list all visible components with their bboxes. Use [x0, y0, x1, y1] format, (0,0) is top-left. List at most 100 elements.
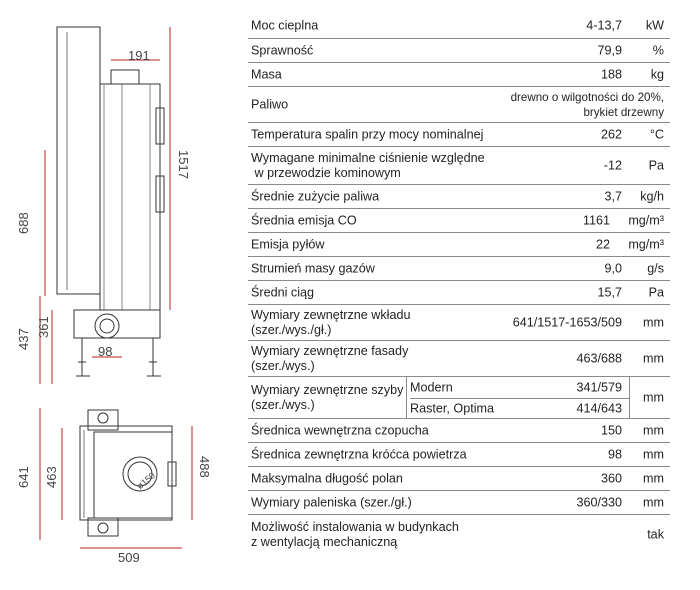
spec-table: Moc cieplna 4-13,7 kW Sprawność 79,9 % M… [248, 14, 670, 555]
spec-value: drewno o wilgotności do 20%, brykiet drz… [510, 90, 664, 119]
technical-drawing: 191 1517 688 437 361 98 641 463 488 509 … [16, 26, 212, 565]
spec-unit: g/s [647, 261, 664, 275]
spec-unit: mm [643, 351, 664, 365]
spec-value: 262 [600, 127, 622, 141]
spec-label: Możliwość instalowania w budynkach z wen… [251, 520, 459, 549]
glass-option-value: 341/579 [576, 380, 622, 394]
spec-unit: % [652, 43, 664, 57]
stove-body [99, 83, 161, 311]
spec-label: Średnie zużycie paliwa [251, 189, 380, 203]
dim-plan-inner: 463 [44, 466, 59, 488]
spec-unit: mm [643, 390, 664, 404]
spec-label: Temperatura spalin przy mocy nominalnej [251, 127, 484, 141]
glass-option-row: Modern 341/579 [410, 377, 630, 399]
spec-unit: °C [649, 127, 664, 141]
plan-firebox [93, 431, 173, 519]
spec-value: 360/330 [576, 495, 622, 509]
spec-label: Wymiary zewnętrzne wkładu (szer./wys./gł… [251, 307, 411, 337]
spec-label: Strumień masy gazów [251, 261, 375, 275]
spec-label: Masa [251, 67, 282, 81]
spec-row-glass: Wymiary zewnętrzne szyby (szer./wys.) Mo… [248, 377, 670, 419]
plan-collar [87, 409, 119, 431]
spec-label: Paliwo [251, 97, 289, 111]
spec-row: Średnica wewnętrzna czopucha 150 mm [248, 419, 670, 443]
spec-label: Maksymalna długość polan [251, 471, 403, 485]
spec-value: 463/688 [576, 351, 622, 365]
glass-option-row: Raster, Optima 414/643 [410, 398, 630, 419]
spec-row: Średnica zewnętrzna króćca powietrza 98 … [248, 443, 670, 467]
dim-top-width: 191 [128, 48, 150, 63]
dim-facade-height: 688 [16, 212, 31, 234]
fascia-panel [56, 26, 101, 295]
spec-row: Emisja pyłów 22 mg/m³ [248, 233, 670, 257]
flue-collar [110, 69, 140, 85]
air-inlet-circle [94, 313, 120, 339]
dim-total-height: 1517 [176, 150, 191, 179]
spec-label: Sprawność [251, 43, 314, 57]
spec-row: Wymagane minimalne ciśnienie względne w … [248, 147, 670, 185]
glass-option-name: Raster, Optima [410, 401, 494, 415]
spec-row: Masa 188 kg [248, 63, 670, 87]
spec-row: Średnia emisja CO 1161 mg/m³ [248, 209, 670, 233]
spec-label: Średni ciąg [251, 285, 315, 299]
spec-label: Wymagane minimalne ciśnienie względne w … [251, 150, 485, 180]
spec-unit: kW [645, 18, 664, 33]
spec-value: -12 [603, 158, 622, 172]
spec-value: 3,7 [604, 189, 622, 203]
spec-value: 641/1517-1653/509 [512, 315, 622, 329]
dim-plan-front: 488 [197, 456, 212, 478]
spec-value: 9,0 [604, 261, 622, 275]
spec-label: Emisja pyłów [251, 237, 325, 251]
spec-unit: Pa [648, 158, 664, 172]
dim-flue-diameter: ø150 [135, 470, 157, 491]
spec-value: 360 [600, 471, 622, 485]
spec-row: Średni ciąg 15,7 Pa [248, 281, 670, 305]
spec-unit: mm [643, 315, 664, 329]
spec-value: 79,9 [597, 43, 622, 57]
spec-value: 22 [595, 237, 610, 251]
spec-row: Możliwość instalowania w budynkach z wen… [248, 515, 670, 555]
spec-row: Paliwo drewno o wilgotności do 20%, bryk… [248, 87, 670, 123]
spec-unit: mm [643, 447, 664, 461]
spec-value: 15,7 [597, 285, 622, 299]
spec-unit: mm [643, 471, 664, 485]
spec-row: Strumień masy gazów 9,0 g/s [248, 257, 670, 281]
plan-flue-circle [122, 456, 158, 492]
spec-unit: tak [647, 527, 664, 542]
glass-option-value: 414/643 [576, 401, 622, 415]
glass-option-name: Modern [410, 380, 453, 394]
spec-label: Średnica wewnętrzna czopucha [251, 423, 429, 437]
spec-label: Moc cieplna [251, 18, 319, 33]
spec-label: Średnica zewnętrzna króćca powietrza [251, 447, 467, 461]
spec-unit: kg [650, 67, 664, 81]
spec-unit: mg/m³ [628, 237, 664, 251]
spec-row: Wymiary zewnętrzne fasady (szer./wys.) 4… [248, 341, 670, 377]
dim-plan-width: 509 [118, 550, 140, 565]
spec-label: Wymiary zewnętrzne szyby (szer./wys.) [251, 382, 404, 412]
dim-air-diameter: 98 [98, 344, 112, 359]
spec-value: 188 [600, 67, 622, 81]
spec-row: Wymiary paleniska (szer./gł.) 360/330 mm [248, 491, 670, 515]
spec-label: Średnia emisja CO [251, 213, 357, 227]
stove-base [73, 309, 161, 339]
dim-plan-depth: 641 [16, 466, 31, 488]
spec-label: Wymiary zewnętrzne fasady (szer./wys.) [251, 343, 409, 373]
spec-row: Temperatura spalin przy mocy nominalnej … [248, 123, 670, 147]
spec-unit: mg/m³ [628, 213, 664, 227]
spec-unit: mm [643, 423, 664, 437]
spec-unit: mm [643, 495, 664, 509]
spec-value: 1161 [582, 213, 610, 227]
spec-unit: Pa [648, 285, 664, 299]
spec-row: Sprawność 79,9 % [248, 39, 670, 63]
spec-row: Średnie zużycie paliwa 3,7 kg/h [248, 185, 670, 209]
spec-value: 150 [600, 423, 622, 437]
spec-row: Wymiary zewnętrzne wkładu (szer./wys./gł… [248, 305, 670, 341]
dim-bottom-height: 437 [16, 328, 31, 350]
spec-value: 98 [607, 447, 622, 461]
dim-flue-height: 361 [36, 316, 51, 338]
spec-unit: kg/h [640, 189, 664, 203]
spec-value: 4-13,7 [586, 18, 622, 33]
spec-label: Wymiary paleniska (szer./gł.) [251, 495, 412, 509]
spec-row: Moc cieplna 4-13,7 kW [248, 14, 670, 39]
spec-row: Maksymalna długość polan 360 mm [248, 467, 670, 491]
